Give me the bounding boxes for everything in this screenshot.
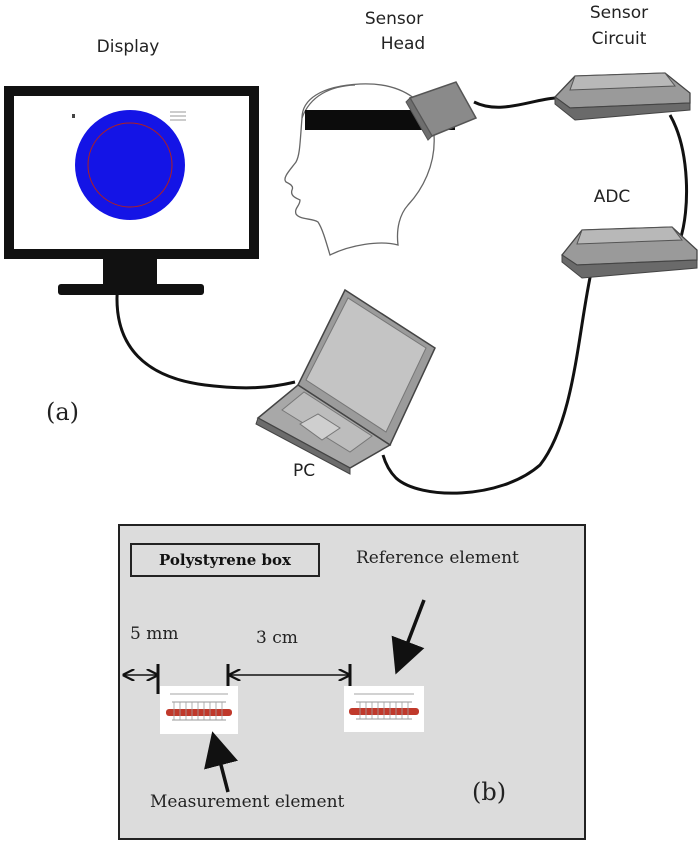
sensor-head-label-line2: Head — [380, 34, 426, 54]
cable-head-circuit — [473, 96, 556, 109]
polystyrene-box-panel: Polystyrene box — [118, 524, 586, 840]
cable-adc-pc — [381, 267, 594, 495]
screen-disc — [75, 110, 185, 220]
panel-b-tag: (b) — [472, 778, 507, 806]
sensor-head-label-line1: Sensor — [364, 9, 424, 29]
reference-element-label: Reference element — [356, 548, 519, 568]
sensor-circuit-label-line1: Sensor — [589, 3, 649, 23]
box-label: Polystyrene box — [130, 543, 320, 577]
pc-label: PC — [292, 461, 316, 481]
adc-label: ADC — [593, 187, 631, 207]
display-label: Display — [96, 37, 160, 57]
monitor-icon — [4, 86, 259, 295]
cable-monitor-pc — [115, 281, 296, 390]
measurement-arrow — [204, 731, 238, 793]
reference-element-icon — [344, 686, 424, 732]
dim-3cm-label: 3 cm — [256, 628, 298, 648]
dim-5mm-label: 5 mm — [130, 624, 179, 644]
measurement-element-label: Measurement element — [150, 792, 345, 812]
sensor-head-device-icon — [405, 81, 478, 141]
panel-b-graphics — [120, 599, 426, 793]
measurement-element-icon — [160, 686, 238, 734]
cable-circuit-adc — [668, 114, 689, 241]
reference-arrow — [391, 599, 426, 675]
sensor-circuit-label-line2: Circuit — [591, 29, 647, 49]
panel-a-graphics — [4, 72, 698, 495]
laptop-icon — [255, 288, 436, 475]
panel-a-tag: (a) — [46, 398, 80, 426]
adc-device-icon — [561, 226, 698, 279]
sensor-circuit-device-icon — [554, 72, 691, 121]
